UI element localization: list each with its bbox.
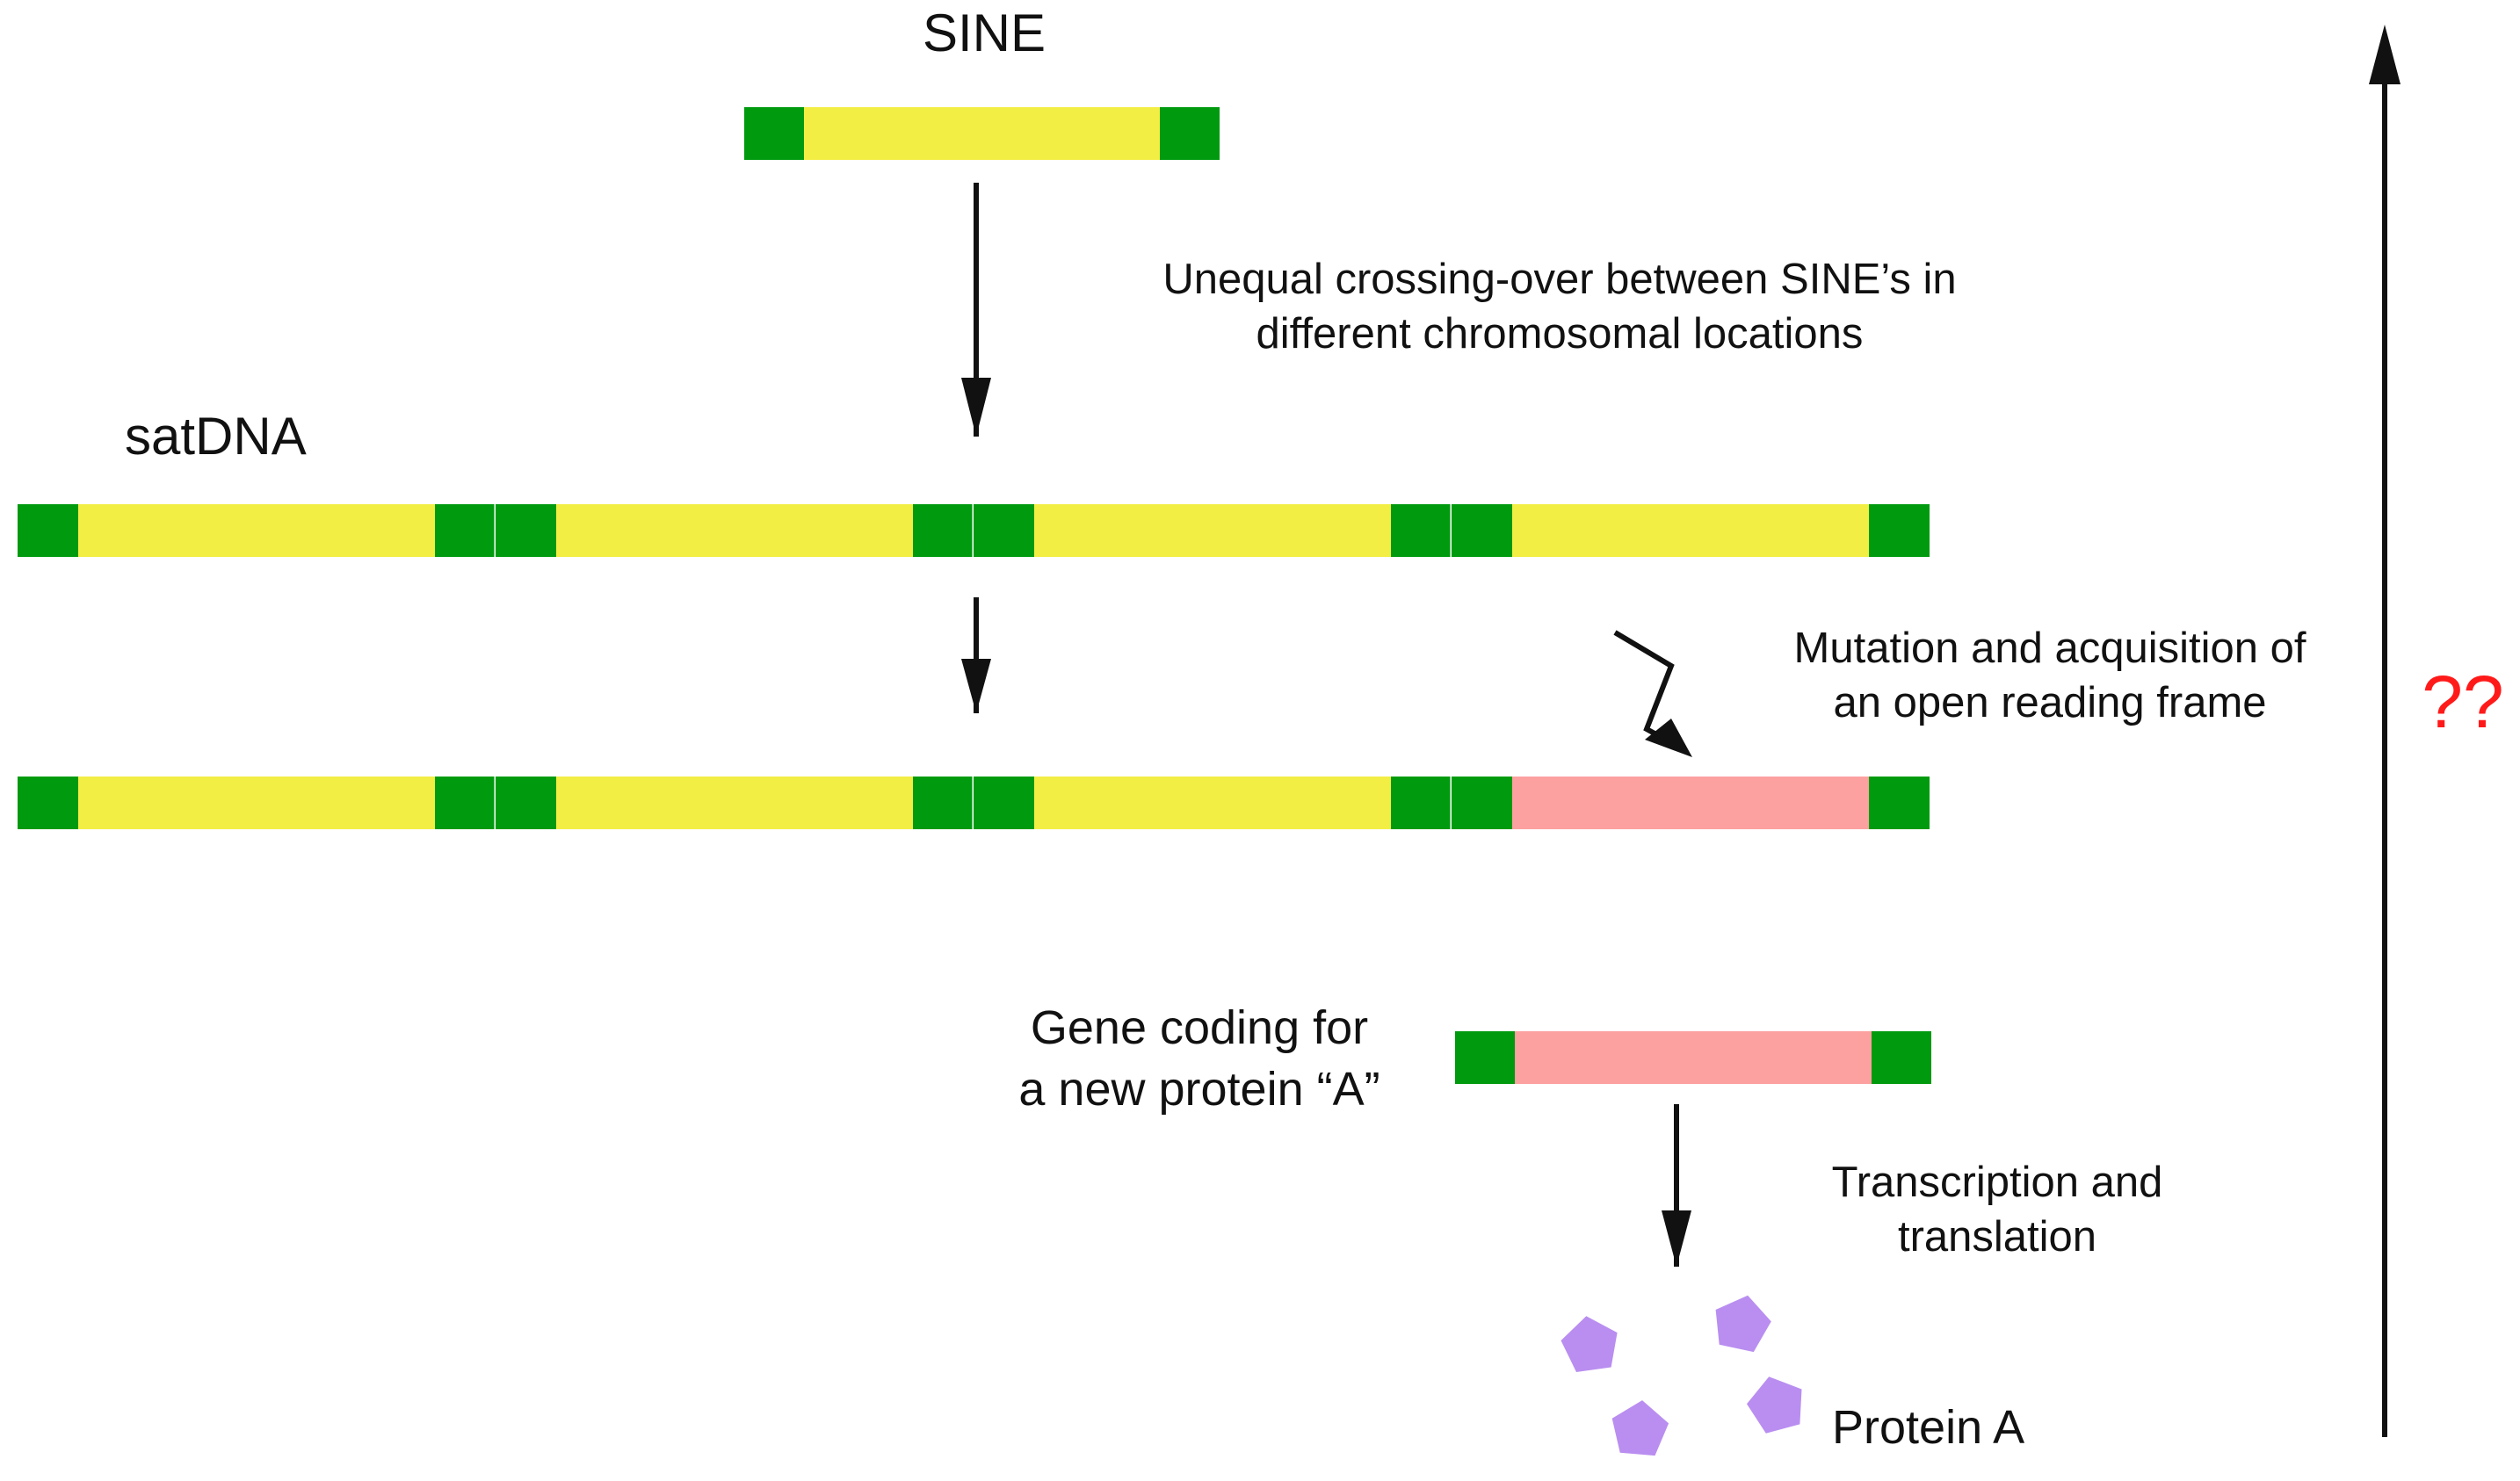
mutated-flank-segment <box>435 777 496 829</box>
step3-line2: translation <box>1898 1213 2096 1261</box>
arrow-gene-to-protein-head <box>1662 1210 1691 1267</box>
sine-label: SINE <box>923 4 1046 62</box>
pentagon-icon <box>1561 1316 1618 1372</box>
satdna-label: satDNA <box>125 407 307 466</box>
step1-line1: Unequal crossing-over between SINE’s in <box>1162 256 1956 303</box>
gene-flank-left <box>1455 1031 1515 1084</box>
satdna-core-segment <box>1512 504 1869 557</box>
satdna-flank-segment <box>1391 504 1452 557</box>
evolution-arrow-head <box>2369 25 2401 84</box>
mutated-array <box>18 777 1930 829</box>
mutated-flank-segment <box>18 777 78 829</box>
gene-label-line1: Gene coding for <box>1031 1001 1368 1054</box>
step2-line1: Mutation and acquisition of <box>1794 625 2306 672</box>
step3-line1: Transcription and <box>1832 1159 2163 1206</box>
step2-line2: an open reading frame <box>1833 679 2266 726</box>
pentagon-icon <box>1747 1376 1802 1434</box>
satdna-flank-segment <box>18 504 78 557</box>
mutated-flank-segment <box>913 777 974 829</box>
mutated-flank-segment <box>974 777 1034 829</box>
pentagon-icon <box>1611 1400 1669 1456</box>
arrow-sine-to-satdna-head <box>961 378 991 437</box>
satdna-core-segment <box>1034 504 1391 557</box>
sine-unit <box>744 107 1220 160</box>
satdna-core-segment <box>78 504 435 557</box>
satdna-array <box>18 504 1930 557</box>
new-gene <box>1455 1031 1931 1084</box>
mutated-flank-segment <box>496 777 556 829</box>
mutated-core-segment <box>78 777 435 829</box>
lightning-bolt-arrow-icon <box>1613 630 1692 757</box>
gene-orf <box>1515 1031 1872 1084</box>
mutated-orf-segment <box>1512 777 1869 829</box>
mutated-flank-segment <box>1869 777 1930 829</box>
satdna-flank-segment <box>435 504 496 557</box>
arrow-satdna-to-mutated-head <box>961 659 991 713</box>
satdna-flank-segment <box>496 504 556 557</box>
protein-cluster <box>1561 1295 1802 1456</box>
question-marks: ?? <box>2422 661 2503 743</box>
protein-label: Protein A <box>1832 1401 2024 1454</box>
satdna-flank-segment <box>1869 504 1930 557</box>
mutated-flank-segment <box>1452 777 1512 829</box>
gene-label-line2: a new protein “A” <box>1018 1063 1379 1116</box>
mutated-flank-segment <box>1391 777 1452 829</box>
mutated-core-segment <box>1034 777 1391 829</box>
sine-core <box>804 107 1160 160</box>
satdna-core-segment <box>556 504 913 557</box>
satdna-flank-segment <box>974 504 1034 557</box>
satdna-flank-segment <box>1452 504 1512 557</box>
step1-line2: different chromosomal locations <box>1256 310 1864 358</box>
sine-flank-right <box>1160 107 1220 160</box>
satdna-flank-segment <box>913 504 974 557</box>
mutated-core-segment <box>556 777 913 829</box>
pentagon-icon <box>1715 1295 1771 1353</box>
gene-flank-right <box>1872 1031 1931 1084</box>
sine-flank-left <box>744 107 804 160</box>
